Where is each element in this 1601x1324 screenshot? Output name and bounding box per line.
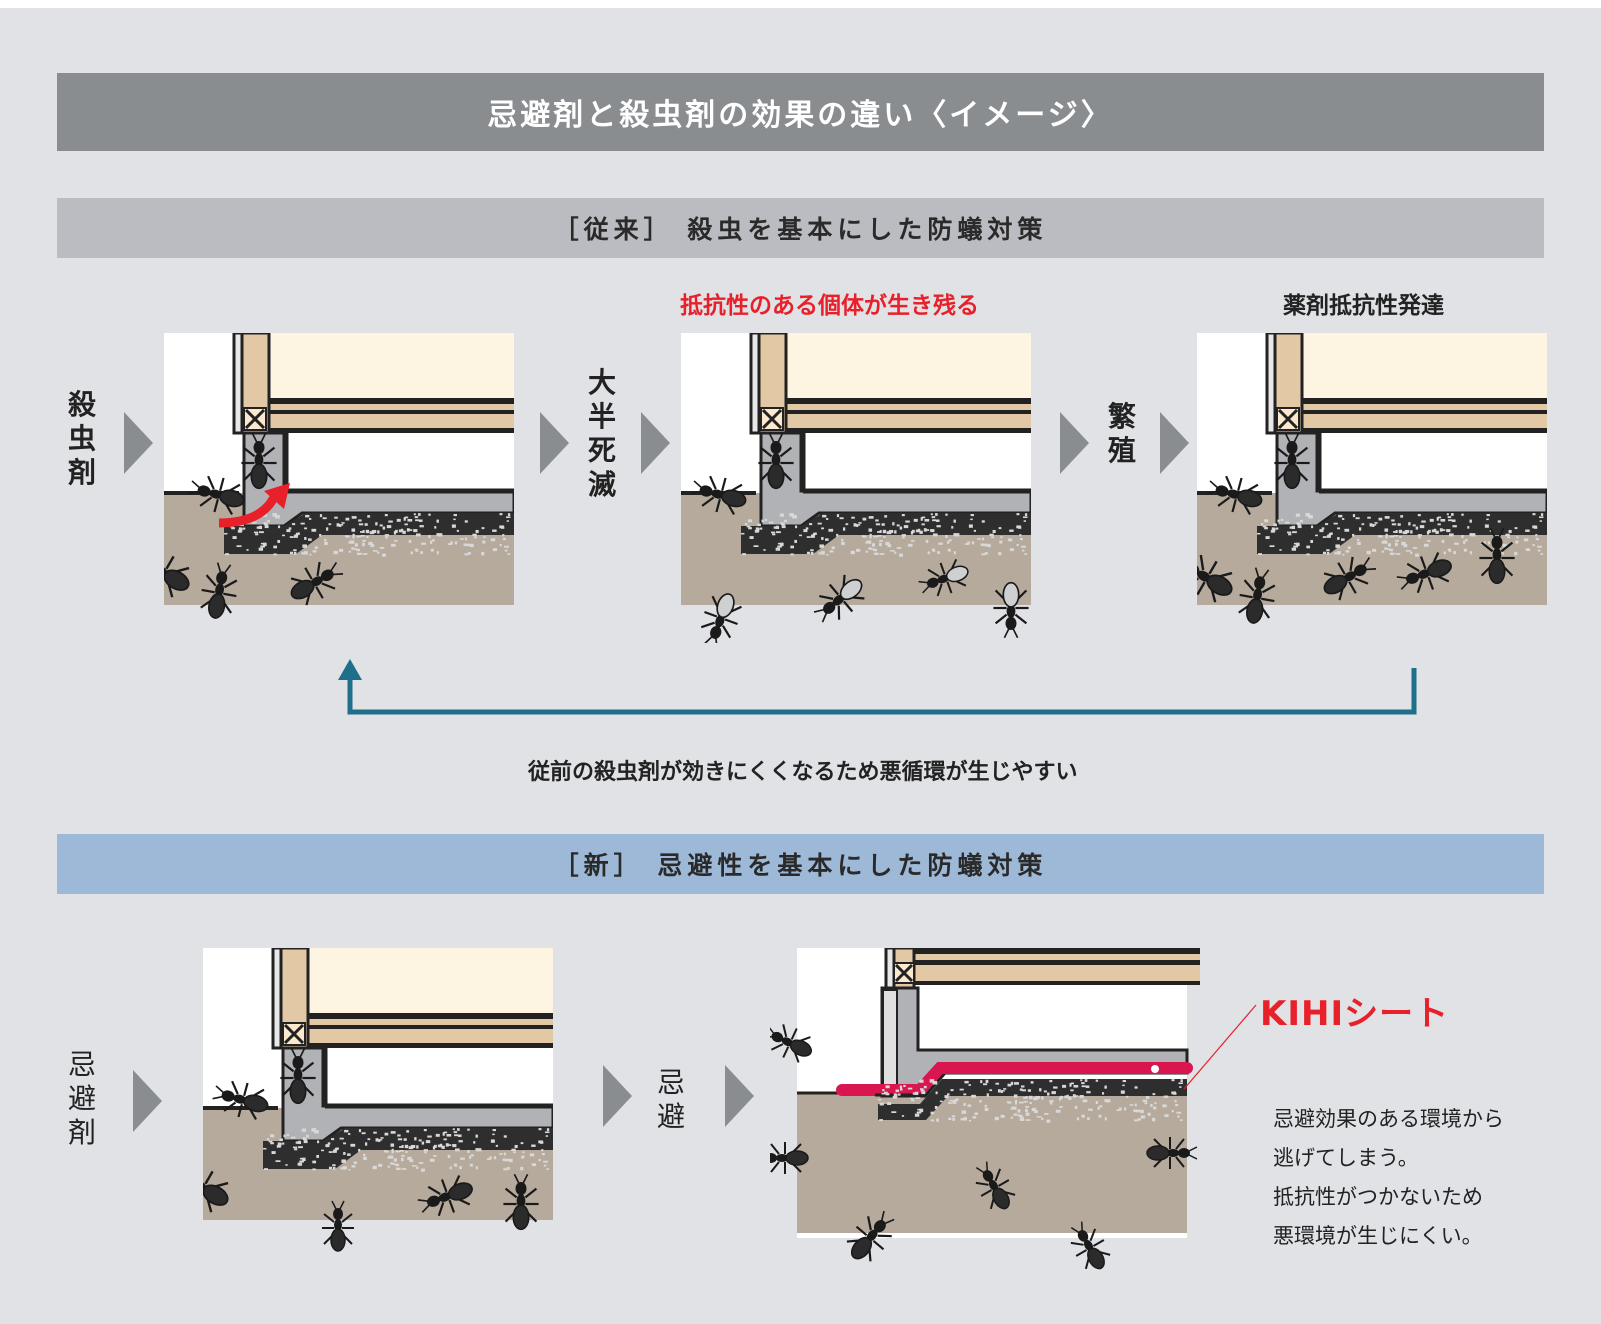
gravel (878, 1079, 1187, 1123)
floor (308, 948, 553, 1013)
ant-icon (1197, 554, 1233, 603)
step-arrow-icon (1160, 412, 1189, 474)
ant-icon (700, 593, 742, 643)
ant-icon (770, 1142, 809, 1174)
step-label-repel: 忌避 (656, 1066, 685, 1133)
ant-icon (1206, 475, 1263, 515)
step-label-insecticide: 殺虫剤 (67, 388, 96, 489)
new-method-banner: ［新］ 忌避性を基本にした防蟻対策 (57, 834, 1544, 894)
step-arrow-icon (725, 1065, 754, 1127)
ant-icon (212, 1080, 269, 1120)
title-banner: 忌避剤と殺虫剤の効果の違い〈イメージ〉 (57, 73, 1544, 151)
floor (786, 333, 1031, 398)
panel-breeding (1197, 333, 1547, 631)
ant-icon (280, 1047, 316, 1105)
ant-icon (1323, 556, 1377, 601)
ant-icon (993, 581, 1029, 639)
step-label-mostly-dead: 大半死滅 (587, 366, 616, 501)
ant-icon (975, 1161, 1016, 1210)
step-label-repellent: 忌避剤 (67, 1048, 96, 1149)
ant-icon (290, 561, 344, 606)
ant-icon (690, 475, 747, 515)
ant-icon (188, 475, 245, 515)
kihi-leader-line (1183, 1004, 1257, 1090)
ant-icon (1274, 432, 1310, 490)
ant-icon (770, 1024, 813, 1063)
leader-dot (1151, 1065, 1159, 1073)
floor (1302, 333, 1547, 398)
step-arrow-icon (641, 412, 670, 474)
step-arrow-icon (133, 1070, 162, 1132)
repellent-note: 忌避効果のある環境から 逃げてしまう。 抵抗性がつかないため 悪環境が生じにくい… (1273, 1100, 1504, 1256)
kihi-sheet-label: KIHIシート (1260, 994, 1450, 1034)
panel-kihi-sheet (770, 948, 1200, 1283)
ant-icon (1070, 1221, 1111, 1270)
step-arrow-icon (124, 412, 153, 474)
floor (269, 333, 514, 398)
old-method-heading: ［従来］ 殺虫を基本にした防蟻対策 (553, 215, 1048, 244)
step-arrow-icon (1060, 412, 1089, 474)
note-line: 抵抗性がつかないため (1273, 1185, 1483, 1209)
caption-resistant-survive: 抵抗性のある個体が生き残る (680, 293, 979, 319)
gravel (263, 1128, 553, 1172)
note-line: 忌避効果のある環境から (1273, 1107, 1504, 1131)
ant-icon (1146, 1137, 1198, 1169)
step-arrow-icon (603, 1065, 632, 1127)
ant-icon (241, 432, 277, 490)
gravel (224, 513, 514, 557)
ant-icon (322, 1200, 354, 1252)
step-label-breeding: 繁殖 (1107, 400, 1136, 467)
cycle-caption: 従前の殺虫剤が効きにくくなるため悪循環が生じやすい (528, 760, 1078, 785)
gravel (741, 513, 1031, 557)
ant-icon (758, 432, 794, 490)
diagram-canvas: 忌避剤と殺虫剤の効果の違い〈イメージ〉 ［従来］ 殺虫を基本にした防蟻対策 殺虫… (0, 8, 1601, 1324)
soil (797, 1093, 1187, 1233)
ant-icon (200, 562, 238, 619)
kihi-sheet (836, 1062, 1193, 1096)
page-title: 忌避剤と殺虫剤の効果の違い〈イメージ〉 (487, 98, 1114, 133)
panel-repellent (203, 948, 553, 1253)
caption-resistance-developed: 薬剤抵抗性発達 (1283, 293, 1444, 319)
ant-icon (503, 1173, 539, 1231)
panel-insecticide (164, 333, 514, 631)
ant-icon (164, 555, 190, 598)
ant-icon (846, 1210, 895, 1262)
ant-icon (813, 574, 865, 623)
panel-mostly-dead (681, 333, 1031, 643)
ant-icon (1396, 552, 1452, 594)
new-method-heading: ［新］ 忌避性を基本にした防蟻対策 (553, 851, 1048, 880)
ant-icon (417, 1175, 473, 1217)
note-line: 悪環境が生じにくい。 (1273, 1224, 1483, 1248)
gravel (1257, 513, 1547, 557)
cycle-arrow-icon (338, 659, 1417, 715)
ant-icon (918, 558, 969, 597)
ant-icon (1479, 527, 1515, 585)
ant-icon (1238, 567, 1276, 624)
step-arrow-icon (540, 412, 569, 474)
old-method-banner: ［従来］ 殺虫を基本にした防蟻対策 (57, 198, 1544, 258)
ant-icon (203, 1170, 229, 1213)
note-line: 逃げてしまう。 (1273, 1146, 1419, 1170)
